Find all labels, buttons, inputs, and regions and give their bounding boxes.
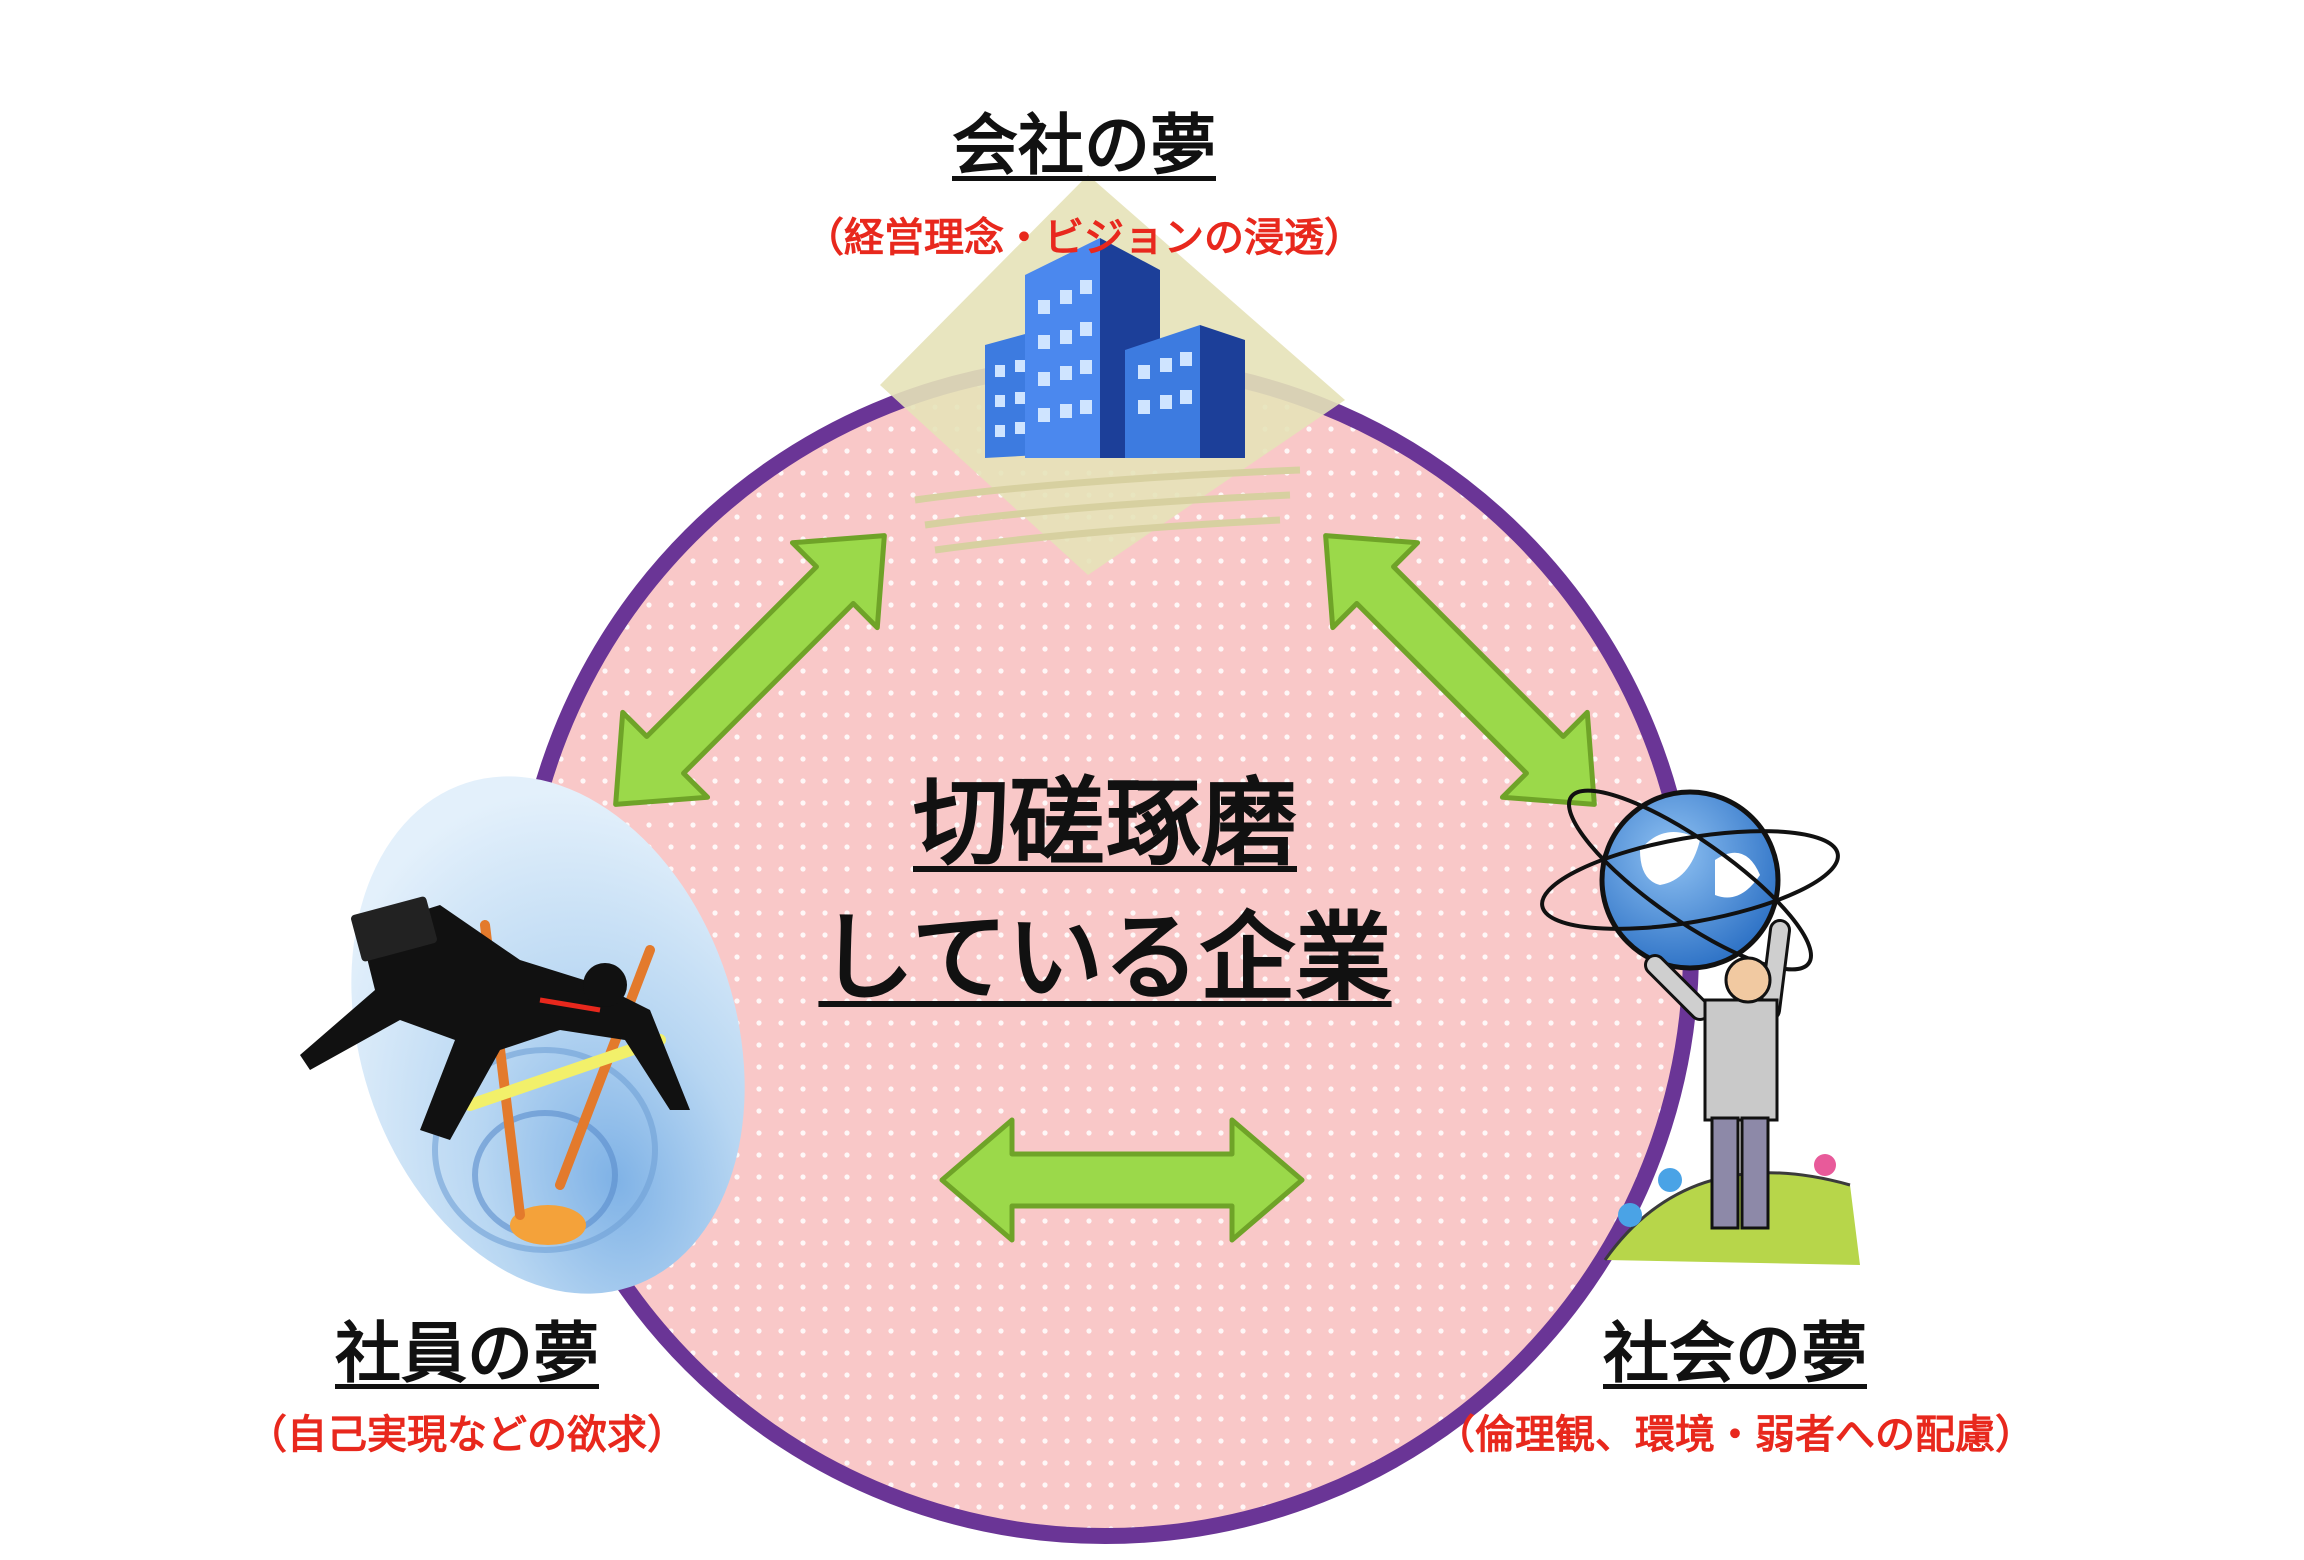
man-holding-globe-icon [1540,788,1860,1265]
arrow-company-society [1323,533,1597,807]
arrow-company-employee [613,533,887,807]
center-text-line2: している企業 [818,902,1392,1014]
center-text-line1: 切磋琢磨 [913,767,1297,879]
society-dream-title: 社会の夢 [1603,1315,1867,1392]
employee-dream-title: 社員の夢 [335,1315,599,1392]
businessman-high-jump-icon [300,776,745,1294]
employee-dream-subtitle: （自己実現などの欲求） [247,1412,687,1458]
society-dream-subtitle: （倫理観、環境・弱者への配慮） [1435,1412,2035,1458]
arrow-employee-society [939,1117,1305,1243]
company-dream-subtitle: （経営理念・ビジョンの浸透） [804,215,1364,261]
company-dream-title: 会社の夢 [952,107,1216,184]
dream-circle [511,356,1699,1544]
office-building-icon [880,175,1345,575]
